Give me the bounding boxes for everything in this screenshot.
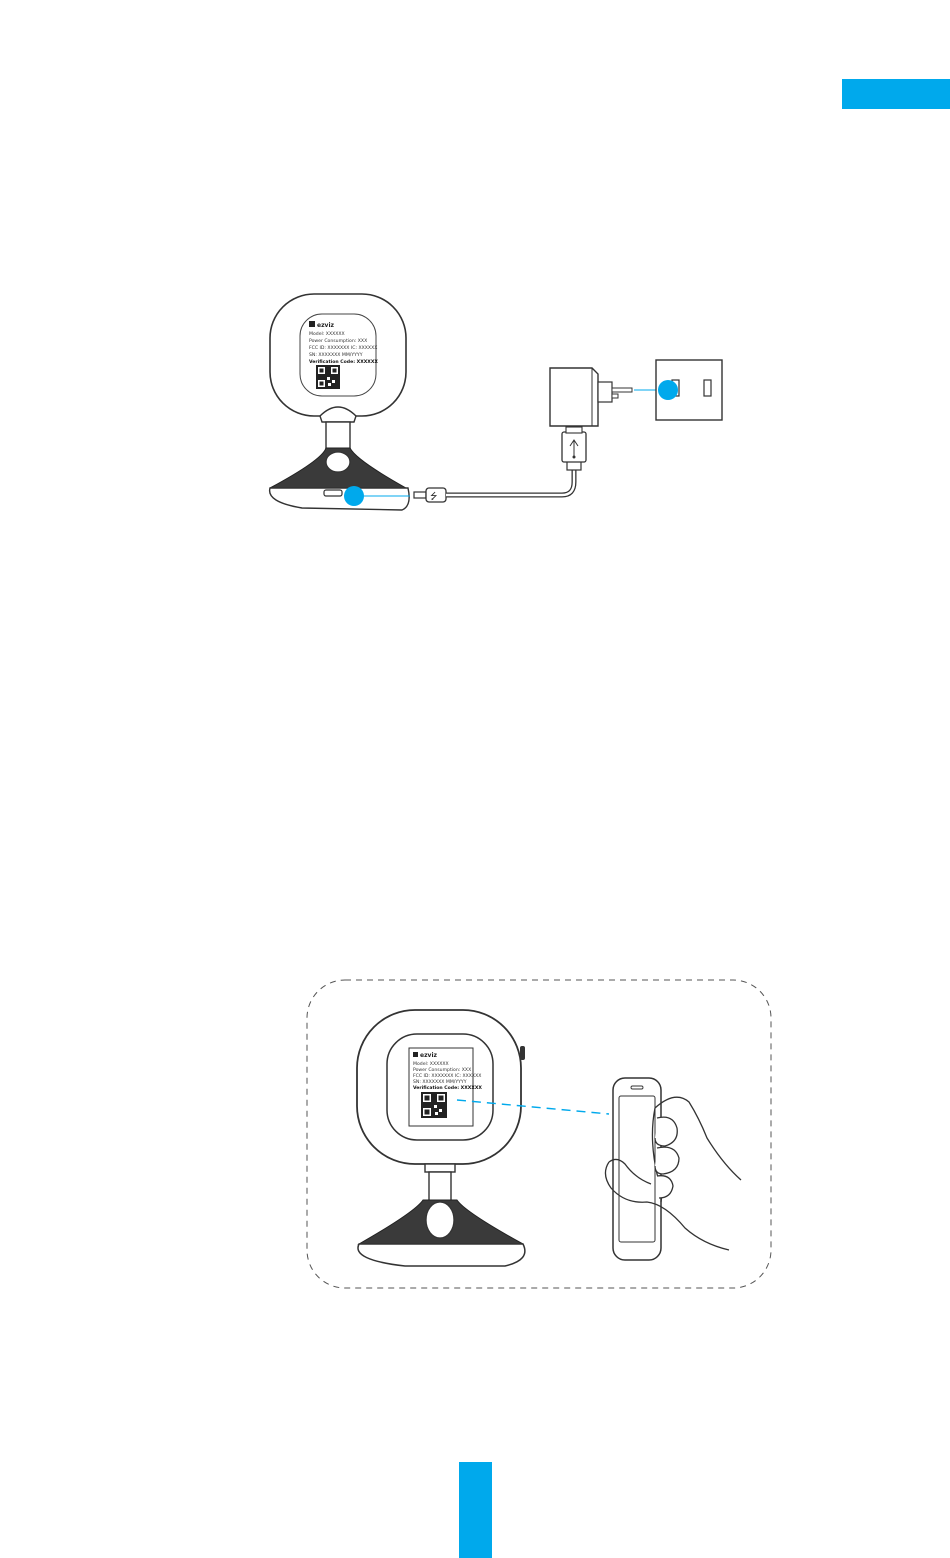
qr-scan-illustration: ezviz Model: XXXXXX Power Consumption: X…	[305, 978, 775, 1292]
qr-code-icon	[316, 365, 340, 389]
camera-port-marker-icon	[344, 486, 364, 506]
usb-cable	[446, 468, 574, 495]
ezviz-logo-icon	[413, 1052, 418, 1057]
label-model: Model: XXXXXX	[309, 331, 345, 337]
label-verification: Verification Code: XXXXXX	[309, 359, 378, 365]
usb-symbol-icon: ⭍	[430, 491, 438, 502]
ezviz-logo-icon	[309, 321, 315, 327]
socket-marker-icon	[658, 380, 678, 400]
camera-side-button	[520, 1046, 525, 1060]
label-fcc: FCC ID: XXXXXXX IC: XXXXXX	[309, 345, 377, 351]
section-tab-marker	[842, 79, 950, 109]
qr-code-icon	[421, 1092, 447, 1118]
scan-label-sn: SN: XXXXXXX MM/YYYY	[413, 1079, 467, 1085]
camera-base-bottom	[358, 1244, 525, 1266]
camera-neck	[425, 1164, 455, 1172]
scan-label-fcc: FCC ID: XXXXXXX IC: XXXXXX	[413, 1073, 481, 1079]
camera-stem-joint	[426, 1202, 454, 1238]
scan-label-power: Power Consumption: XXX	[413, 1067, 471, 1073]
camera-stem-joint	[326, 452, 350, 472]
smartphone	[613, 1078, 661, 1260]
label-brand: ezviz	[317, 322, 335, 329]
page-tab-marker	[459, 1462, 492, 1558]
scan-label-verification: Verification Code: XXXXXX	[413, 1085, 482, 1091]
power-adapter	[550, 368, 632, 426]
scan-label-brand: ezviz	[420, 1052, 438, 1059]
usb-a-plug	[562, 427, 586, 470]
power-connection-illustration: ezviz Model: XXXXXX Power Consumption: X…	[262, 290, 732, 520]
scan-label-model: Model: XXXXXX	[413, 1061, 449, 1067]
label-power: Power Consumption: XXX	[309, 338, 367, 344]
micro-usb-plug: ⭍	[414, 488, 446, 502]
label-sn: SN: XXXXXXX MM/YYYY	[309, 352, 363, 358]
camera-usb-port	[324, 490, 342, 496]
